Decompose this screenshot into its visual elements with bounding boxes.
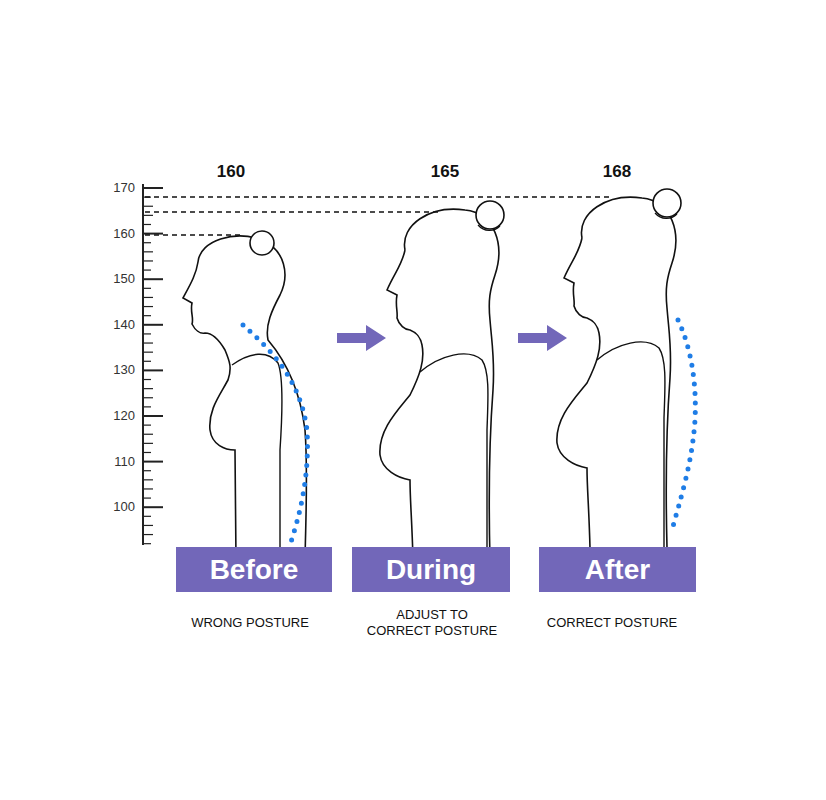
stage-label: During: [386, 556, 476, 584]
ruler-tick: [143, 260, 153, 261]
ruler-tick: [143, 506, 163, 508]
scale-number: 170: [113, 180, 135, 196]
ruler-tick: [143, 369, 163, 371]
posture-caption: CORRECT POSTURE: [547, 615, 678, 631]
ruler-tick: [143, 415, 163, 417]
ruler-tick: [143, 388, 153, 389]
ruler-tick: [143, 488, 153, 489]
ruler-tick: [143, 206, 153, 207]
ruler-tick: [143, 397, 153, 398]
upright-figure: [380, 201, 504, 560]
ruler-tick: [143, 425, 151, 426]
ruler-tick: [143, 297, 153, 298]
upright-figure: [557, 189, 681, 548]
ruler-tick: [143, 479, 153, 480]
ruler-tick: [143, 342, 153, 343]
posture-caption: ADJUST TO CORRECT POSTURE: [365, 607, 499, 638]
ruler-tick: [143, 215, 153, 216]
ruler-tick: [143, 333, 151, 334]
ruler-tick: [143, 543, 151, 544]
scale-number: 160: [113, 226, 135, 242]
ruler-tick: [143, 443, 153, 444]
spine-dots: [672, 320, 695, 530]
scale-number: 100: [113, 499, 135, 515]
scale-number: 140: [113, 317, 135, 333]
spine-dots: [243, 325, 307, 545]
height-value: 160: [217, 162, 245, 182]
height-ruler: [143, 184, 163, 545]
ruler-tick: [143, 233, 163, 235]
scale-number: 150: [113, 271, 135, 287]
ruler-tick: [143, 525, 153, 526]
ruler-tick: [143, 434, 153, 435]
stage-band: Before: [176, 547, 332, 592]
stage-band: After: [539, 547, 696, 592]
ruler-tick: [143, 452, 151, 453]
ruler-tick: [143, 242, 151, 243]
ruler-tick: [143, 497, 151, 498]
ruler-tick: [143, 379, 151, 380]
slouched-figure: [183, 231, 307, 560]
stage-label: Before: [210, 556, 299, 584]
ruler-tick: [143, 406, 151, 407]
height-guide: [145, 197, 612, 235]
ruler-tick: [143, 315, 151, 316]
scale-number: 110: [114, 454, 135, 470]
ruler-tick: [143, 361, 151, 362]
step-arrow: [337, 325, 567, 351]
ruler-tick: [143, 306, 153, 307]
ruler-tick: [143, 278, 163, 280]
height-value: 165: [431, 162, 459, 182]
ruler-tick: [143, 461, 163, 463]
height-value: 168: [603, 162, 631, 182]
ruler-tick: [143, 534, 153, 535]
posture-caption: WRONG POSTURE: [191, 615, 309, 631]
scale-number: 130: [113, 363, 135, 379]
ruler-tick: [143, 352, 153, 353]
ruler-tick: [143, 251, 153, 252]
ruler-tick: [143, 470, 151, 471]
ruler-tick: [143, 224, 151, 225]
ruler-tick: [143, 187, 163, 189]
ruler-tick: [143, 269, 151, 270]
stage-label: After: [585, 556, 650, 584]
ruler-tick: [143, 324, 163, 326]
scale-number: 120: [113, 408, 135, 424]
ruler-tick: [143, 288, 151, 289]
stage-band: During: [352, 547, 510, 592]
ruler-tick: [143, 516, 151, 517]
